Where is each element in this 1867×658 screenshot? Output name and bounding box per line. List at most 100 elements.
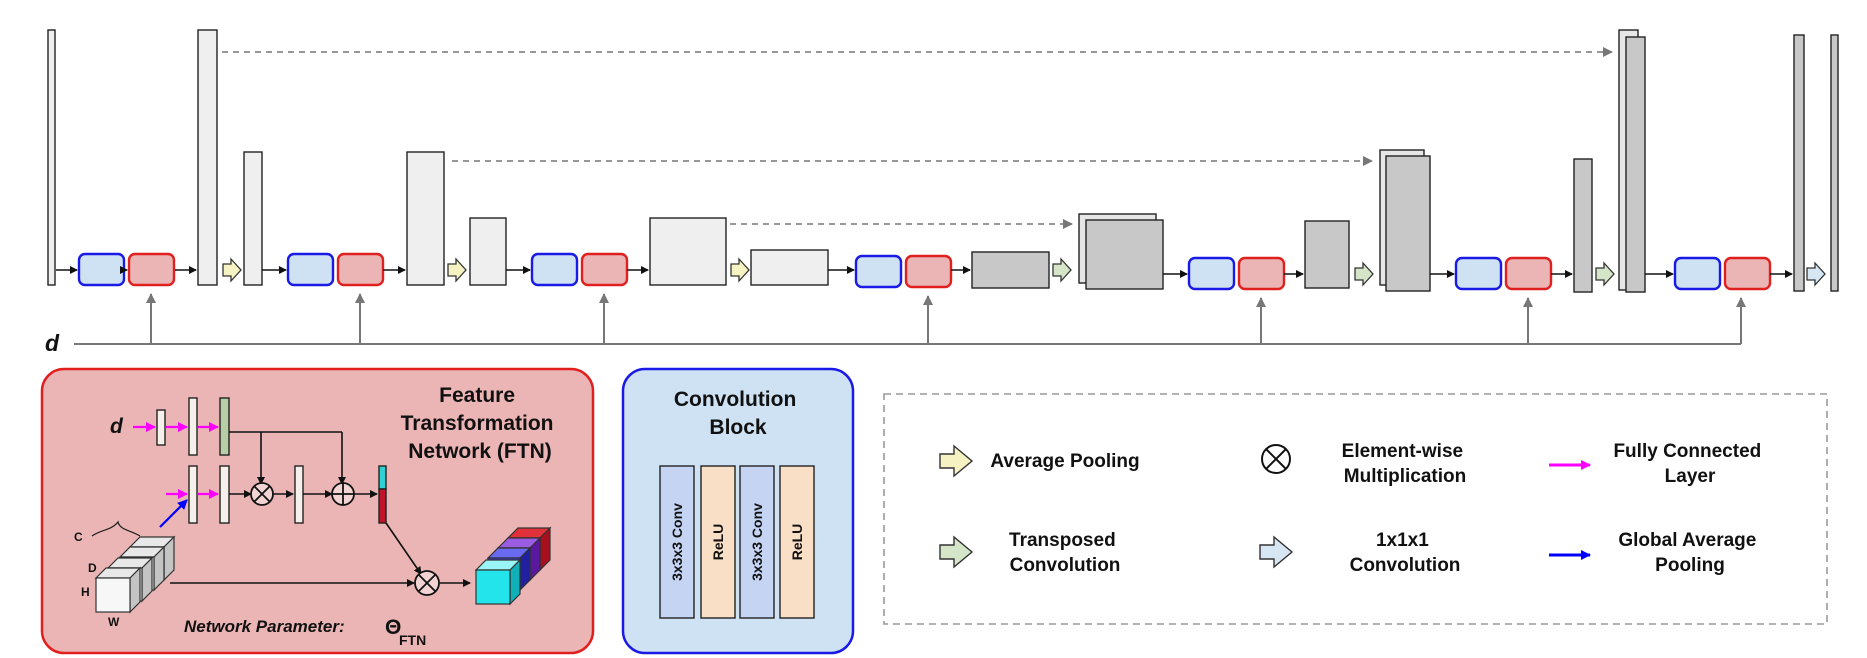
ftn-flow-arrows: [170, 431, 471, 587]
output-feature-cubes: [474, 526, 552, 606]
feature-map: [750, 249, 829, 286]
feature-map: [1085, 219, 1164, 290]
feature-map: [469, 217, 507, 286]
conv-and-ftn-blocks: [77, 252, 1772, 291]
element-wise-addition-icon: [331, 482, 355, 506]
ftn-d-label: d: [110, 415, 124, 438]
convolution-block: [286, 252, 335, 287]
average-pooling-arrow-icon: [447, 257, 467, 283]
conv-block-title-line: Convolution: [674, 388, 796, 411]
legend-box: [883, 393, 1828, 625]
fc-vector: [219, 397, 230, 456]
legend-label: Global Average: [1618, 530, 1756, 551]
ftn-block: [336, 252, 385, 287]
legend-label: Average Pooling: [990, 451, 1139, 472]
relu-layer-label: ReLU: [710, 524, 726, 561]
fc-vector: [219, 465, 230, 524]
ftn-block: [580, 252, 629, 287]
convolution-block: [1673, 256, 1722, 291]
feature-map: [47, 29, 56, 286]
ftn-block: [1237, 256, 1286, 291]
fc-arrows: [133, 422, 219, 499]
feature-map: [971, 251, 1050, 289]
conv-block-panel-background: [621, 367, 855, 655]
ftn-block: [127, 252, 176, 287]
svg-text:Feature Transformation: Feature Transformation Network (FTN): [401, 384, 560, 463]
legend-label: Convolution: [1350, 555, 1461, 576]
ftn-panel-background: [40, 367, 595, 655]
feature-map: [406, 151, 445, 286]
feature-map: [243, 151, 263, 286]
ftn-block: [1504, 256, 1553, 291]
decoder-feature-maps: [971, 29, 1839, 293]
transposed-convolution-arrow-icon: [939, 535, 974, 569]
channel-brace: [91, 520, 141, 537]
svg-text:Convolution Block: Convolution Block: [674, 388, 802, 439]
feature-map: [1304, 220, 1350, 289]
ftn-block: [1723, 256, 1772, 291]
conv-layer: [739, 465, 775, 619]
average-pooling-arrow-icon: [939, 444, 974, 478]
data-flow-arrows: [56, 266, 1793, 278]
convolution-block: [854, 254, 903, 289]
svg-text:1x1x1 Convolution: 1x1x1 Convolution: [1350, 530, 1461, 576]
global-average-pooling-arrow: [159, 499, 188, 528]
average-pooling-arrow-icon: [730, 257, 750, 283]
dim-d-label: D: [88, 561, 97, 575]
ftn-operators: [250, 482, 440, 596]
relu-layer-label: ReLU: [789, 524, 805, 561]
feature-map: [1385, 155, 1431, 292]
feature-cube: [94, 566, 142, 614]
transposed-convolution-arrow-icon: [1354, 261, 1374, 287]
legend-label: Layer: [1665, 466, 1716, 487]
legend-label: Multiplication: [1344, 466, 1466, 487]
ftn-title-line: Network (FTN): [408, 440, 552, 463]
average-pooling-arrow-icon: [222, 257, 242, 283]
feature-map: [1830, 34, 1839, 292]
shift-vector: [378, 488, 387, 524]
feature-map: [1625, 36, 1646, 293]
legend-label: Pooling: [1655, 555, 1725, 576]
convolution-block: [77, 252, 126, 287]
unet-backbone: d: [45, 29, 1839, 356]
ftn-title-line: Feature: [439, 384, 515, 407]
relu-layer: [779, 465, 815, 619]
feature-map: [1573, 158, 1593, 293]
convolution-block: [1187, 256, 1236, 291]
average-pooling-arrows: [222, 257, 750, 283]
one-by-one-convolution-arrow-icon: [1259, 535, 1294, 569]
svg-text:Fully Connected Layer: Fully Connected Layer: [1613, 441, 1766, 487]
convolution-block: [1454, 256, 1503, 291]
ftn-fc-layers: [156, 397, 387, 524]
feature-map: [197, 29, 218, 286]
dim-h-label: H: [81, 585, 90, 599]
feature-map: [649, 217, 727, 286]
svg-text:Global Average Pooling: Global Average Pooling: [1618, 530, 1761, 576]
dim-c-label: C: [74, 530, 83, 544]
legend-label: Fully Connected: [1613, 441, 1761, 462]
ftn-title-line: Transformation: [401, 412, 554, 435]
dim-w-label: W: [108, 615, 120, 629]
conv-layer-label: 3x3x3 Conv: [669, 503, 685, 581]
transposed-convolution-arrow-icon: [1052, 257, 1072, 283]
svg-text:Network Parameter: Θ: Network Parameter: Θ FTN: [184, 616, 426, 648]
theta-subscript: FTN: [399, 632, 426, 648]
legend-label: 1x1x1: [1376, 530, 1429, 551]
one-by-one-convolution-arrow-icon: [1806, 261, 1826, 287]
element-wise-multiplication-icon: [250, 482, 274, 506]
conv-layer: [659, 465, 695, 619]
element-wise-multiplication-icon: [1261, 444, 1291, 474]
transposed-convolution-arrow-icon: [1595, 261, 1615, 287]
fc-vector: [188, 465, 198, 524]
fc-vector: [188, 397, 198, 456]
transposed-convolution-arrows: [1052, 257, 1615, 287]
network-parameter-label: Network Parameter:: [184, 617, 345, 636]
fc-vector: [294, 465, 304, 524]
conv-block-layers: [659, 465, 815, 619]
svg-text:Transposed Convolution: Transposed Convolution: [1009, 530, 1121, 576]
skip-connections: [222, 47, 1613, 229]
legend-label: Convolution: [1010, 555, 1121, 576]
conv-block-title-line: Block: [709, 416, 767, 439]
conv-block-panel: Convolution Block 3x3x3 Conv ReLU 3x3x3 …: [621, 367, 855, 655]
